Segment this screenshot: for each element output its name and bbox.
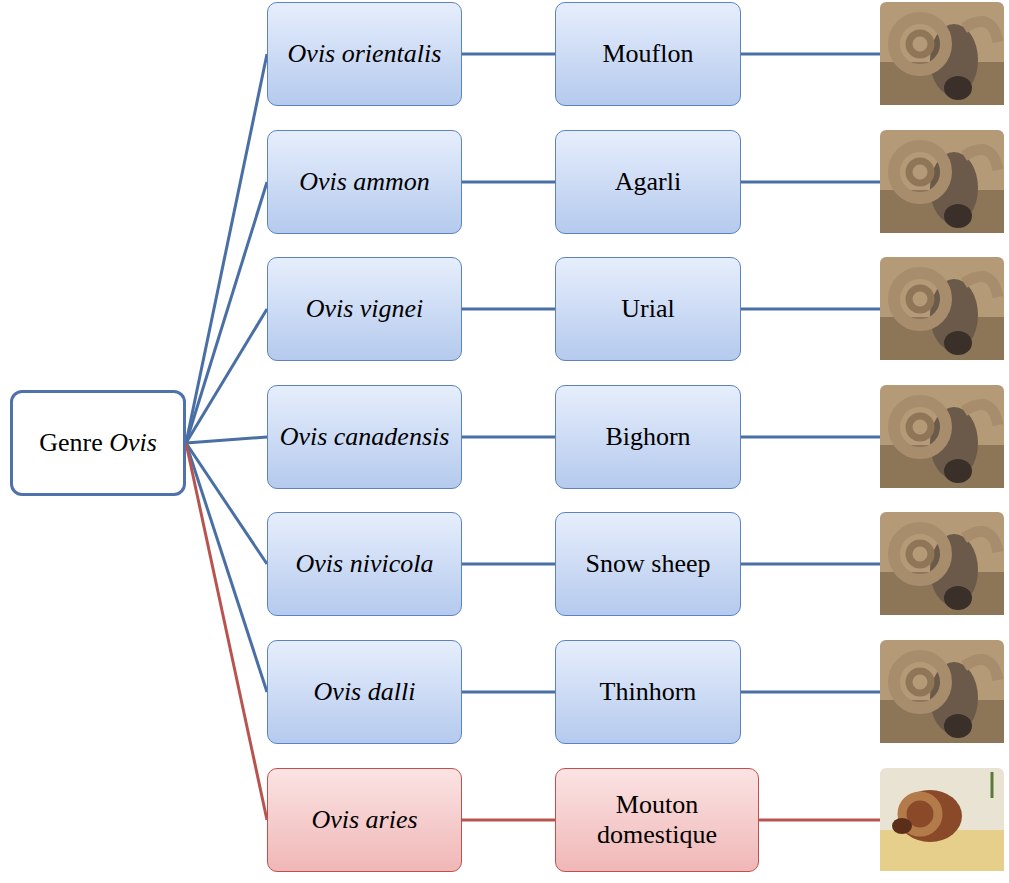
ram-photo <box>880 2 1004 105</box>
ram-photo <box>880 257 1004 360</box>
common-name-box: Mouflon <box>555 2 741 106</box>
common-name-box: Agarli <box>555 130 741 234</box>
species-box: Ovis vignei <box>267 257 462 361</box>
node-label: Ovis ammon <box>299 167 430 197</box>
common-name-box: Snow sheep <box>555 512 741 616</box>
connector <box>462 308 555 311</box>
node-label: Mouton domestique <box>556 790 758 850</box>
common-name-box: Thinhorn <box>555 640 741 744</box>
species-box: Ovis dalli <box>267 640 462 744</box>
ram-photo <box>880 640 1004 743</box>
leader-line <box>741 691 880 694</box>
connector <box>186 54 267 443</box>
species-box: Ovis ammon <box>267 130 462 234</box>
connector <box>462 53 555 56</box>
leader-line <box>741 563 880 566</box>
common-name-box: Mouton domestique <box>555 768 759 872</box>
species-box: Ovis aries <box>267 768 462 872</box>
connector <box>186 182 267 443</box>
node-label: Thinhorn <box>600 677 697 707</box>
node-label: Mouflon <box>603 39 694 69</box>
connector <box>462 691 555 694</box>
node-label: Ovis orientalis <box>288 39 442 69</box>
ram-photo <box>880 130 1004 233</box>
leader-line <box>741 181 880 184</box>
connector <box>462 436 555 439</box>
ram-photo <box>880 512 1004 615</box>
node-label: Agarli <box>615 167 681 197</box>
leader-line <box>741 53 880 56</box>
species-box: Ovis nivicola <box>267 512 462 616</box>
leader-line <box>741 819 880 822</box>
species-box: Ovis canadensis <box>267 385 462 489</box>
node-label: Urial <box>621 294 674 324</box>
leader-line <box>741 308 880 311</box>
common-name-box: Urial <box>555 257 741 361</box>
connector <box>186 443 267 692</box>
leader-lines <box>741 54 880 820</box>
leader-line <box>741 436 880 439</box>
node-label: Ovis aries <box>311 805 417 835</box>
genus-box: Genre Ovis <box>10 390 186 496</box>
node-label: Ovis nivicola <box>296 549 434 579</box>
node-label: Bighorn <box>605 422 690 452</box>
connector <box>462 819 555 822</box>
domestic-sheep-photo <box>880 768 1004 871</box>
connector <box>186 437 267 443</box>
node-label: Ovis dalli <box>314 677 416 707</box>
node-label: Ovis vignei <box>306 294 424 324</box>
species-box: Ovis orientalis <box>267 2 462 106</box>
connector <box>462 563 555 566</box>
connector <box>462 181 555 184</box>
node-label: Snow sheep <box>586 549 711 579</box>
common-name-box: Bighorn <box>555 385 741 489</box>
ram-photo <box>880 385 1004 488</box>
node-label: Genre Ovis <box>39 428 157 458</box>
node-label: Ovis canadensis <box>280 422 450 452</box>
connector <box>186 443 267 820</box>
connector <box>186 309 267 443</box>
